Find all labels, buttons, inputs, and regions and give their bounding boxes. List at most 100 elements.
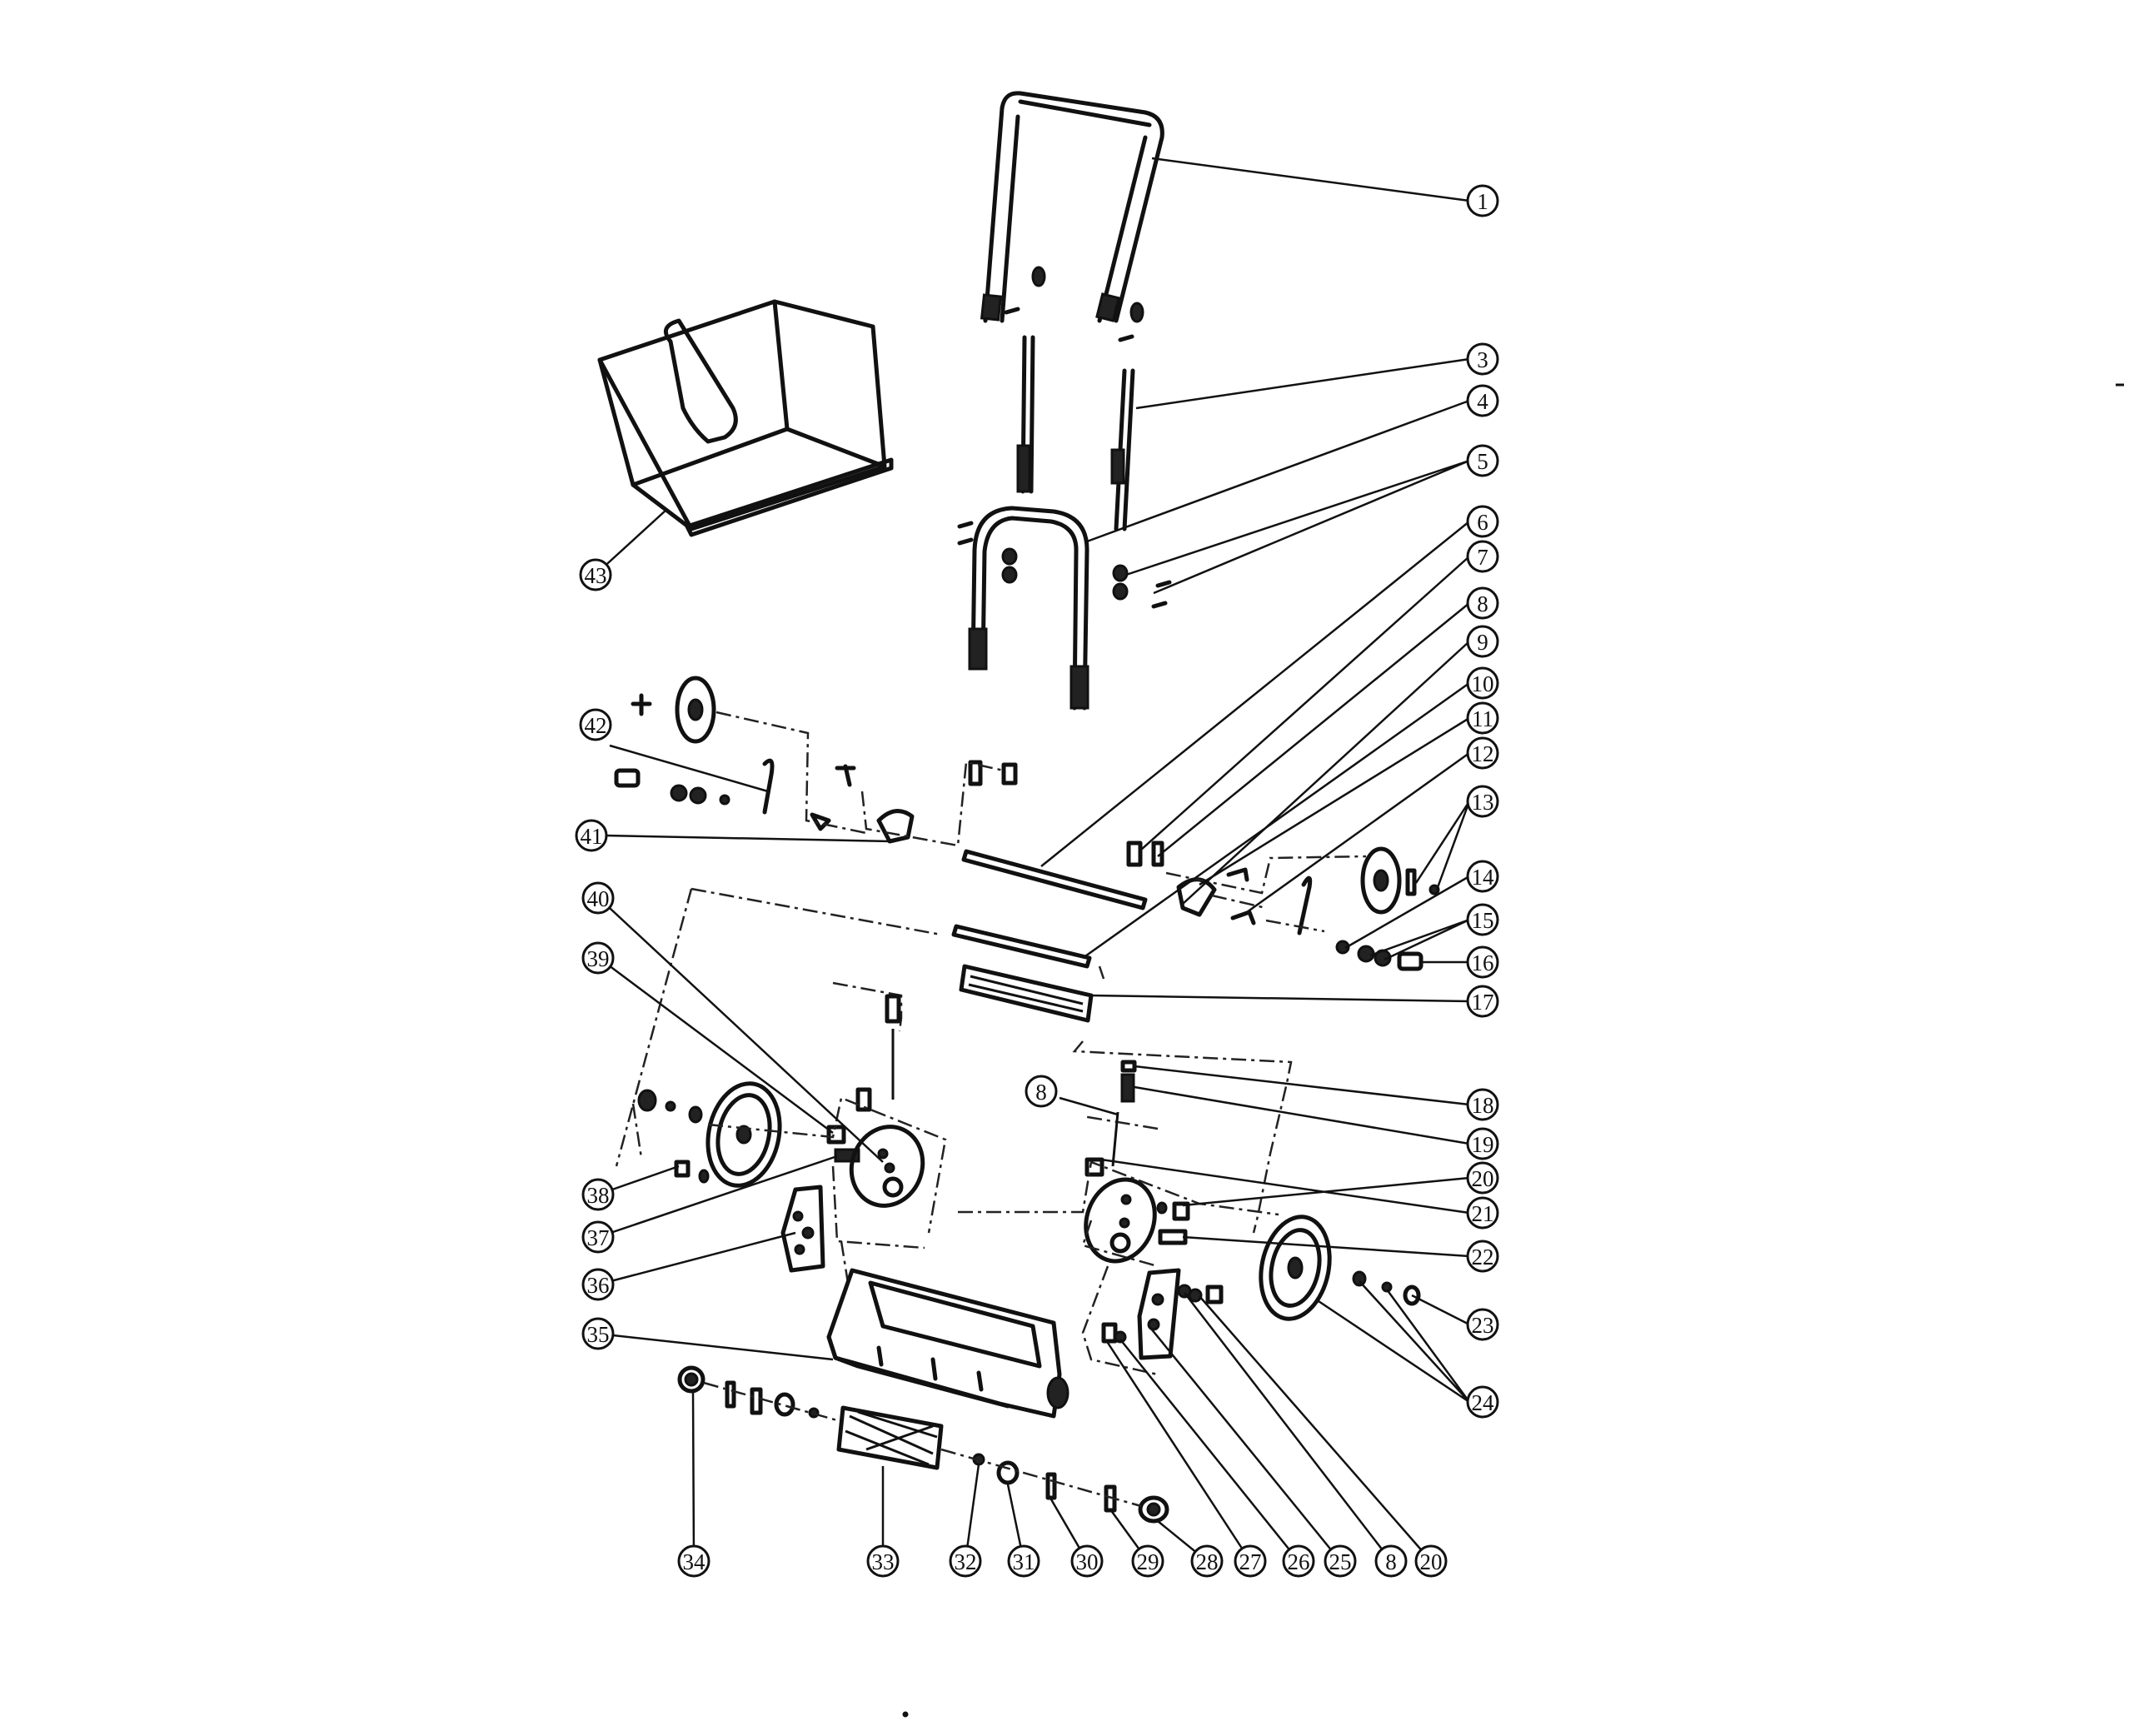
callout-10: 10 — [1466, 666, 1499, 700]
svg-text:7: 7 — [1477, 545, 1488, 570]
grass-catcher — [597, 299, 894, 537]
svg-text:41: 41 — [581, 824, 603, 849]
handle-fasteners-upper — [1004, 266, 1144, 342]
callout-20-right: 20 — [1466, 1161, 1499, 1195]
svg-text:24: 24 — [1472, 1390, 1495, 1415]
svg-text:34: 34 — [683, 1549, 706, 1574]
svg-text:42: 42 — [585, 713, 607, 738]
left-gear-plate — [849, 1125, 925, 1208]
right-front-assembly-line — [958, 1160, 1279, 1376]
right-gear-plate — [1084, 1177, 1157, 1264]
callout-32: 32 — [949, 1544, 982, 1578]
callout-30: 30 — [1070, 1544, 1104, 1578]
callout-3: 3 — [1466, 342, 1499, 376]
svg-text:33: 33 — [872, 1549, 895, 1574]
upper-handle — [980, 91, 1164, 323]
svg-text:21: 21 — [1472, 1201, 1494, 1226]
svg-text:35: 35 — [587, 1322, 610, 1347]
callout-8-top: 8 — [1466, 586, 1499, 620]
svg-text:18: 18 — [1472, 1093, 1494, 1118]
callout-14: 14 — [1466, 860, 1499, 893]
callout-38: 38 — [581, 1178, 615, 1211]
svg-text:30: 30 — [1076, 1549, 1099, 1574]
callout-27: 27 — [1234, 1544, 1267, 1578]
svg-text:19: 19 — [1472, 1132, 1494, 1157]
callout-22: 22 — [1466, 1240, 1499, 1273]
right-rear-wheel — [1360, 846, 1402, 915]
svg-text:15: 15 — [1472, 908, 1494, 933]
svg-text:16: 16 — [1472, 950, 1494, 975]
left-front-wheel — [706, 1081, 782, 1188]
callout-19: 19 — [1466, 1127, 1499, 1160]
svg-text:38: 38 — [587, 1183, 610, 1208]
callout-12: 12 — [1466, 736, 1499, 770]
cutter-deck — [826, 1268, 1069, 1419]
right-front-wheel — [1259, 1215, 1421, 1321]
right-side-bracket — [1137, 1268, 1181, 1360]
svg-text:17: 17 — [1472, 990, 1494, 1015]
handle-fasteners-lower — [957, 521, 1172, 609]
callout-16: 16 — [1466, 945, 1499, 979]
svg-text:10: 10 — [1472, 671, 1494, 696]
svg-text:39: 39 — [587, 946, 610, 971]
svg-text:28: 28 — [1196, 1549, 1219, 1574]
middle-handle-tubes — [1016, 335, 1135, 531]
callout-4: 4 — [1466, 384, 1499, 417]
svg-text:8: 8 — [1035, 1080, 1047, 1105]
svg-text:5: 5 — [1477, 449, 1488, 474]
callout-8-middle: 8 — [1025, 1075, 1058, 1108]
callout-23: 23 — [1466, 1308, 1499, 1341]
callout-34: 34 — [677, 1544, 710, 1578]
svg-text:23: 23 — [1472, 1313, 1494, 1338]
svg-text:27: 27 — [1239, 1549, 1262, 1574]
reel-axis-line — [703, 1381, 1142, 1508]
callout-25: 25 — [1324, 1544, 1357, 1578]
frame-outline-right — [1072, 1040, 1293, 1234]
left-side-bracket — [780, 1185, 825, 1273]
lower-handle — [968, 506, 1089, 711]
svg-text:43: 43 — [585, 563, 607, 588]
reel-bearings — [677, 1365, 1169, 1524]
svg-text:12: 12 — [1472, 741, 1494, 766]
svg-text:32: 32 — [955, 1549, 977, 1574]
callout-24: 24 — [1466, 1385, 1499, 1419]
callout-43: 43 — [579, 558, 612, 591]
scan-dot — [902, 1711, 909, 1718]
callout-9: 9 — [1466, 625, 1499, 658]
callout-41: 41 — [575, 819, 608, 852]
leader-lines — [597, 157, 1471, 1562]
callout-33: 33 — [866, 1544, 900, 1578]
svg-text:9: 9 — [1477, 630, 1488, 655]
svg-text:37: 37 — [587, 1225, 610, 1250]
callout-35: 35 — [581, 1317, 615, 1350]
svg-text:36: 36 — [587, 1273, 610, 1298]
svg-text:31: 31 — [1013, 1549, 1035, 1574]
callout-42: 42 — [579, 708, 612, 741]
callout-1: 1 — [1466, 184, 1499, 217]
svg-text:20: 20 — [1472, 1166, 1494, 1191]
svg-text:8: 8 — [1385, 1549, 1397, 1574]
callout-29: 29 — [1131, 1544, 1164, 1578]
callout-21: 21 — [1466, 1196, 1499, 1230]
callout-39: 39 — [581, 941, 615, 975]
callout-17: 17 — [1466, 985, 1499, 1018]
svg-text:1: 1 — [1477, 189, 1488, 214]
callout-31: 31 — [1007, 1544, 1040, 1578]
callout-8-bottom: 8 — [1374, 1544, 1408, 1578]
callout-13: 13 — [1466, 785, 1499, 818]
callout-11: 11 — [1466, 701, 1499, 735]
callout-7: 7 — [1466, 540, 1499, 573]
svg-text:3: 3 — [1477, 347, 1488, 372]
reel-blades — [836, 1405, 944, 1470]
svg-text:25: 25 — [1329, 1549, 1352, 1574]
svg-text:11: 11 — [1472, 706, 1493, 731]
callout-36: 36 — [581, 1268, 615, 1301]
callout-37: 37 — [581, 1220, 615, 1254]
svg-text:40: 40 — [587, 886, 610, 911]
right-rear-assembly-line — [1165, 855, 1367, 933]
callout-18: 18 — [1466, 1088, 1499, 1121]
callout-20-bottom: 20 — [1414, 1544, 1448, 1578]
roller-bar — [951, 849, 1148, 969]
left-rear-hardware — [614, 758, 1018, 844]
